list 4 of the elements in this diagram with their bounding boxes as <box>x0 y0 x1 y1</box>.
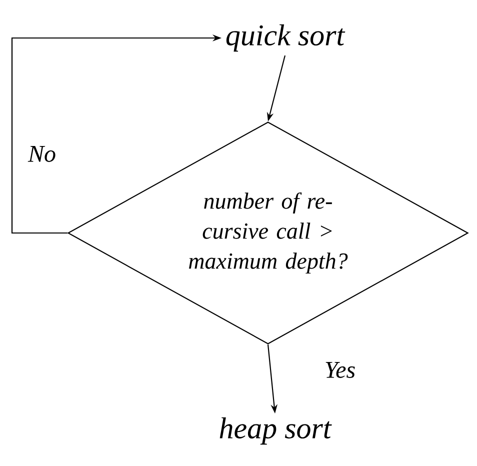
process-label: heap sort <box>220 417 332 445</box>
edge-label: No <box>27 145 57 163</box>
edge-label: Yes <box>323 361 357 379</box>
process-label: quick sort <box>226 24 346 52</box>
